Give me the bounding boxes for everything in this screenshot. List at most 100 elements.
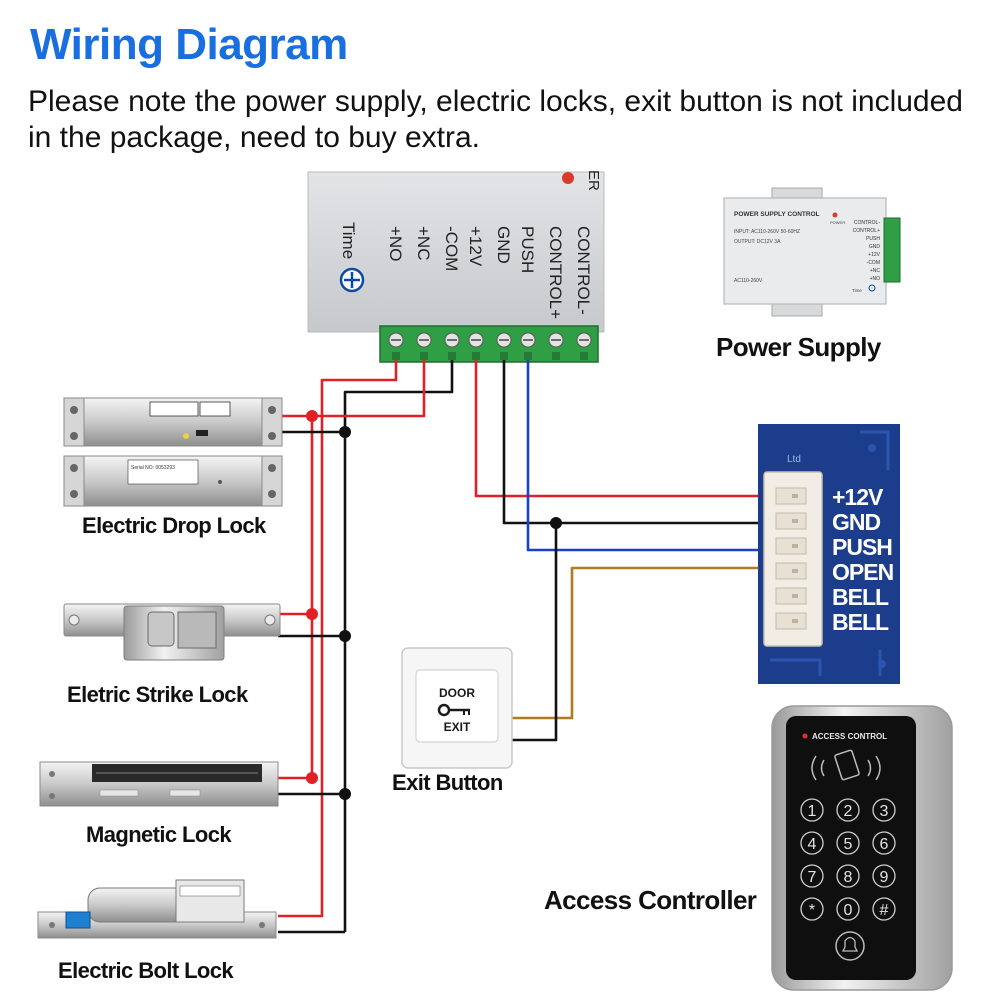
time-knob-icon	[339, 267, 365, 293]
access-controller-label: Access Controller	[544, 885, 757, 915]
controller-terminal-label: +NO	[386, 226, 405, 261]
controller-led	[562, 172, 574, 184]
electric-bolt-lock-image	[37, 879, 277, 939]
keypad-key[interactable]: 1	[800, 798, 824, 822]
terminal-block-body	[379, 325, 599, 363]
power-supply-terminal-label: +NO	[870, 276, 881, 282]
power-supply-power-label: POWER	[830, 220, 845, 225]
keypad-key-label: *	[809, 902, 815, 919]
keypad-key[interactable]: 0	[836, 897, 860, 921]
keypad-key[interactable]: 3	[872, 798, 896, 822]
bell-icon	[835, 931, 865, 961]
terminal-screws	[388, 332, 592, 360]
pcb-pin-label: BELL	[832, 584, 889, 610]
terminal-screw	[520, 332, 536, 360]
magnetic-lock-label: Magnetic Lock	[86, 822, 232, 847]
access-controller-face	[786, 716, 916, 980]
controller-terminal-label: CONTROL-	[574, 226, 593, 315]
power-supply-terminal-label: GND	[869, 244, 881, 250]
power-supply-input: INPUT: AC110-260V 50-60HZ	[734, 229, 800, 235]
keypad-key-label: #	[880, 902, 889, 919]
terminal-screw	[444, 332, 460, 360]
pcb-pin-label: BELL	[832, 609, 889, 635]
pcb-pin-label: OPEN	[832, 559, 894, 585]
controller-terminal-label: +NC	[414, 226, 433, 260]
wire-com-bus	[343, 360, 454, 916]
keypad-key[interactable]: 2	[836, 798, 860, 822]
pcb-pin-label: PUSH	[832, 534, 892, 560]
keypad-key[interactable]: #	[872, 897, 896, 921]
power-supply-label: Power Supply	[716, 332, 881, 362]
controller-time-label: Time	[339, 222, 358, 259]
keypad-key-label: 7	[808, 869, 817, 886]
controller-box	[307, 171, 605, 333]
wire-nc-bus	[310, 360, 426, 778]
controller-terminal-label: PUSH	[518, 226, 537, 273]
pcb-pin: PUSH	[775, 534, 893, 560]
svg-text:Ltd: Ltd	[787, 454, 801, 465]
rfid-icon	[811, 749, 881, 781]
wire-gnd	[502, 360, 778, 525]
keypad-key-label: 2	[844, 803, 853, 820]
electric-strike-lock-label: Eletric Strike Lock	[67, 682, 248, 707]
power-supply-bottom-line: AC110-260V	[734, 278, 763, 284]
terminal-screw	[548, 332, 564, 360]
pcb-pin-label: GND	[832, 509, 881, 535]
electric-drop-lock-label: Electric Drop Lock	[82, 513, 266, 538]
power-supply-box	[723, 197, 887, 305]
wire-push	[526, 360, 778, 552]
wire-12v	[474, 360, 778, 498]
power-supply-terminal-label: +12V	[868, 252, 880, 258]
power-supply-terminal-label: CONTROL-	[854, 220, 880, 226]
keypad-key[interactable]: *	[800, 897, 824, 921]
power-supply-image: POWER SUPPLY CONTROL INPUT: AC110-260V 5…	[723, 187, 901, 317]
keypad-key[interactable]: 5	[836, 831, 860, 855]
terminal-screw	[388, 332, 404, 360]
keypad-key-label: 8	[844, 869, 853, 886]
pcb-pin: BELL	[775, 609, 890, 635]
exit-button-image: DOOR EXIT	[401, 647, 513, 769]
exit-button-top-text: DOOR	[439, 686, 475, 700]
junction-dots	[306, 410, 562, 800]
electric-strike-lock-image	[63, 603, 281, 661]
access-controller-face-title: ACCESS CONTROL	[812, 732, 887, 741]
keypad-key-label: 4	[808, 836, 817, 853]
wire-exit-gnd	[512, 523, 558, 742]
controller-terminal-label: -COM	[442, 226, 461, 271]
terminal-block	[379, 325, 599, 363]
pcb-pin: BELL	[775, 584, 890, 610]
wire-no-bolt	[278, 360, 398, 918]
page-title: Wiring Diagram	[30, 20, 348, 69]
terminal-screw	[496, 332, 512, 360]
power-supply-terminals	[883, 217, 901, 283]
controller-indicator-text: ER	[585, 170, 602, 191]
terminal-screw	[576, 332, 592, 360]
terminal-screw	[468, 332, 484, 360]
controller-terminal-label: GND	[494, 226, 513, 264]
power-supply-face-title: POWER SUPPLY CONTROL	[734, 211, 820, 218]
controller-terminal-label: +12V	[466, 226, 485, 267]
drop-lock-serial: Serial NO: 0053293	[131, 465, 175, 471]
power-supply-time-label: Time	[852, 288, 862, 293]
power-supply-output: OUTPUT: DC12V 3A	[734, 239, 781, 245]
keypad-key[interactable]: 4	[800, 831, 824, 855]
keypad-key[interactable]: 7	[800, 864, 824, 888]
power-supply-time-icon	[868, 284, 876, 292]
pcb-pin-label: +12V	[832, 484, 884, 510]
magnetic-lock-image	[39, 761, 279, 807]
keypad-key[interactable]: 8	[836, 864, 860, 888]
keypad-key[interactable]: 9	[872, 864, 896, 888]
keypad-key-label: 6	[880, 836, 889, 853]
exit-button-label: Exit Button	[392, 770, 503, 795]
key-icon	[437, 703, 470, 717]
power-supply-terminal-label: +NC	[870, 268, 881, 274]
keypad-key[interactable]: 6	[872, 831, 896, 855]
exit-button-bottom-text: EXIT	[444, 720, 471, 734]
power-supply-terminal-label: PUSH	[866, 236, 880, 242]
electric-bolt-lock-label: Electric Bolt Lock	[58, 958, 234, 983]
